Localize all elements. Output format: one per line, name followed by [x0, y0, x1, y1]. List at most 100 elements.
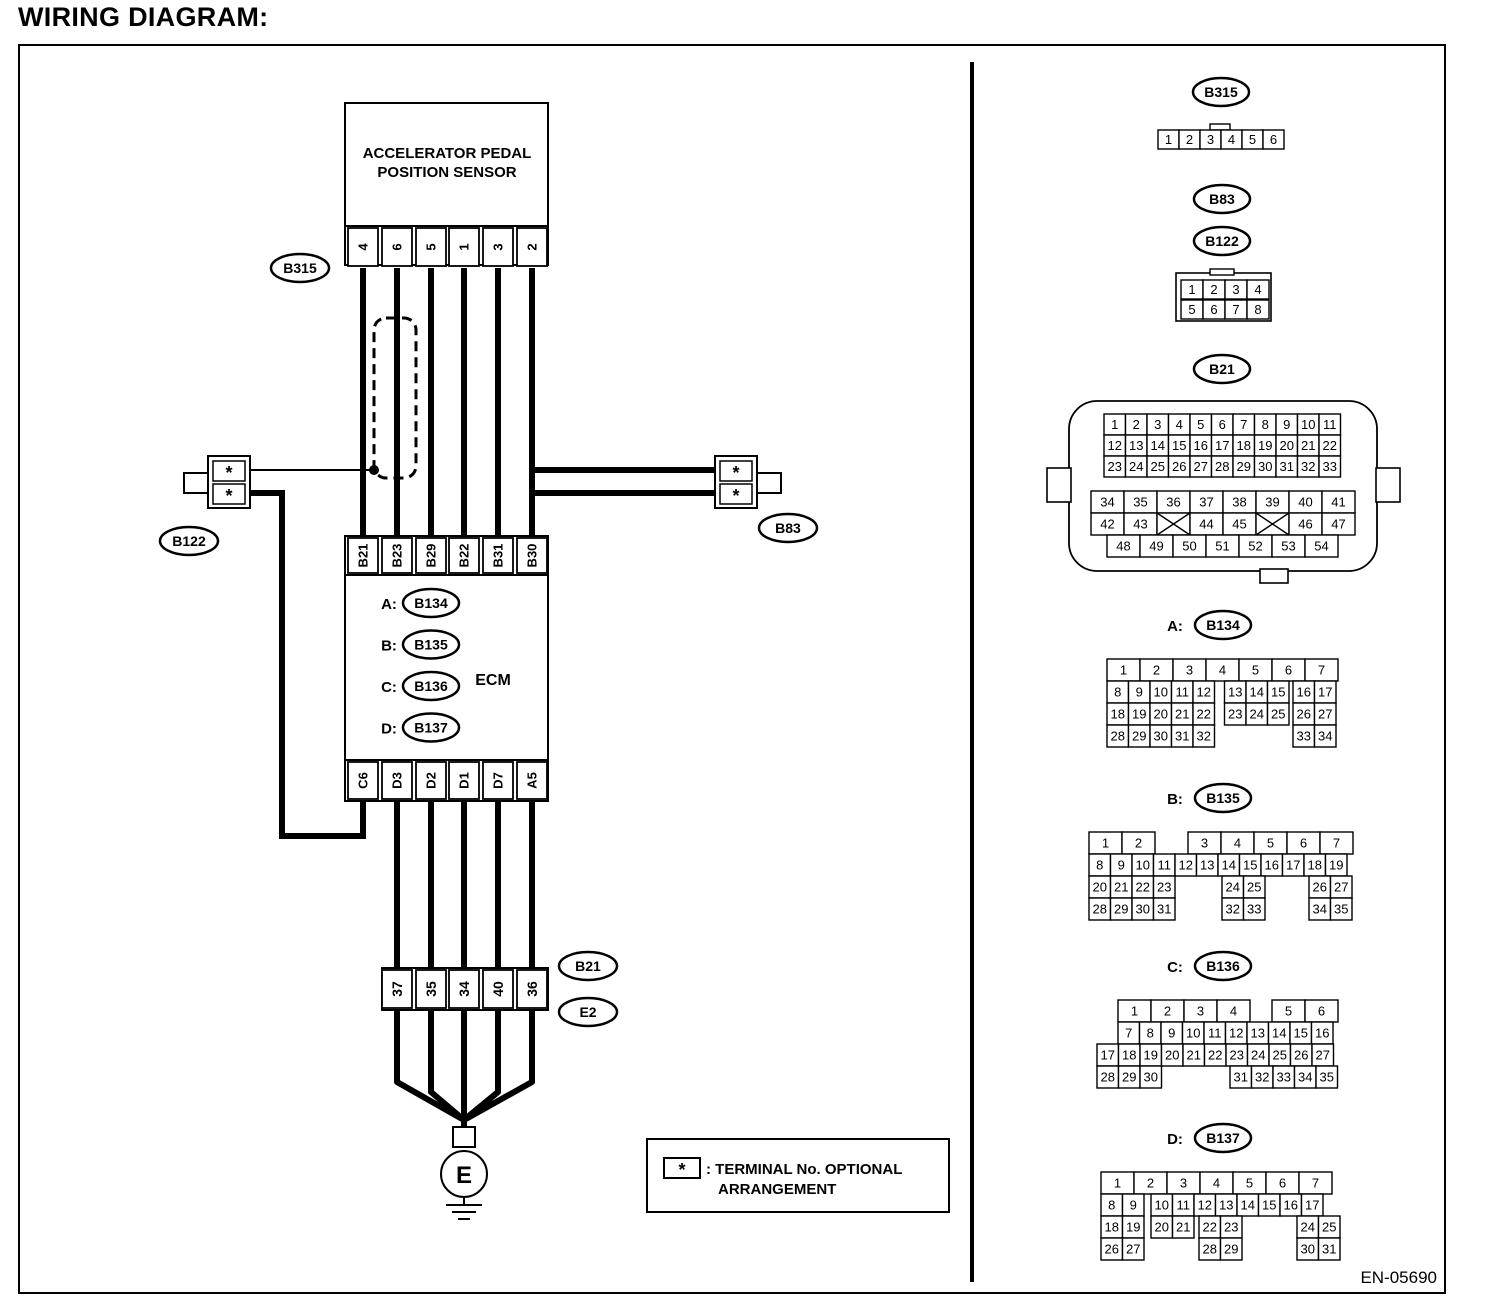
face-pin-b136-label: 32: [1255, 1070, 1269, 1085]
face-pin-b136-label: 27: [1316, 1048, 1330, 1063]
b83-b122-face-pin: 7: [1224, 299, 1248, 320]
ecm-connector-tag-b136: B136: [401, 670, 461, 702]
wire-b122-to-c6: [250, 490, 366, 839]
b21-face-pin-label: 6: [1219, 417, 1226, 432]
face-pin-b135-label: 12: [1179, 858, 1193, 873]
b21-face-pin-label: 53: [1281, 539, 1295, 554]
face-tag-b315-label: B315: [1204, 84, 1238, 100]
legend-symbol: *: [678, 1160, 685, 1180]
face-pin-b136-label: 6: [1318, 1004, 1325, 1019]
ecm-bottom-pin-d3: D3: [381, 761, 413, 800]
face-pin-b137: 16: [1279, 1193, 1303, 1217]
b21-face-pin-label: 28: [1215, 459, 1229, 474]
face-pin-b134-label: 23: [1228, 707, 1242, 722]
face-pin-b136-label: 7: [1125, 1026, 1132, 1041]
face-pin-b136: 28: [1096, 1065, 1120, 1089]
face-pin-b137: 5: [1232, 1171, 1267, 1195]
tag-b122: B122: [158, 525, 220, 557]
face-pin-b135-label: 18: [1308, 858, 1322, 873]
sensor-wires: [360, 268, 535, 536]
sensor-pin-4: 4: [347, 227, 379, 267]
face-pin-b135: 28: [1088, 897, 1112, 921]
b21-face-pin-label: 34: [1100, 495, 1114, 510]
b21-face-pin: 23: [1103, 455, 1127, 478]
b83-b122-face-pin: 2: [1202, 279, 1226, 300]
face-pin-b137-label: 13: [1219, 1198, 1233, 1213]
face-pin-b135: 1: [1088, 831, 1123, 855]
joint-connector-b83: * *: [714, 455, 782, 509]
face-pin-b134-label: 27: [1318, 707, 1332, 722]
face-pin-b135: 25: [1242, 875, 1266, 899]
face-pin-b134: 25: [1266, 702, 1290, 726]
face-pin-b134-label: 22: [1197, 707, 1211, 722]
b83-b122-face-pin: 3: [1224, 279, 1248, 300]
b21-face-pin-label: 39: [1265, 495, 1279, 510]
face-pin-b136-label: 35: [1320, 1070, 1334, 1085]
ecm-top-pin-b23: B23: [381, 537, 413, 574]
face-pin-b135: 17: [1281, 853, 1305, 877]
face-pin-b136-label: 17: [1101, 1048, 1115, 1063]
ecm-connector-letter: D:: [381, 721, 397, 738]
b21-face-pin-label: 7: [1240, 417, 1247, 432]
b21-face-pin: 29: [1232, 455, 1256, 478]
b21-face-pin: 52: [1238, 534, 1273, 558]
b21-face-pin: 50: [1172, 534, 1207, 558]
b315-face-pin: 4: [1220, 129, 1243, 150]
face-pin-b135: 26: [1308, 875, 1332, 899]
face-pin-b134-label: 24: [1250, 707, 1264, 722]
b21-face-pin: 53: [1271, 534, 1306, 558]
face-pin-b134-label: 2: [1153, 663, 1160, 678]
b315-face-pin: 1: [1157, 129, 1180, 150]
face-pin-b136: 23: [1225, 1043, 1249, 1067]
ecm-connector-tag-b134: B134: [401, 587, 461, 619]
face-pin-b135: 6: [1286, 831, 1321, 855]
face-pin-b137-label: 5: [1246, 1176, 1253, 1191]
b83-b122-face-pin-label: 2: [1210, 282, 1217, 297]
b21-face-pin: 7: [1232, 413, 1256, 436]
face-pin-b134-label: 9: [1136, 685, 1143, 700]
face-pin-b135: 23: [1152, 875, 1176, 899]
face-pin-b135-label: 32: [1226, 902, 1240, 917]
b21-face-pin: 27: [1189, 455, 1213, 478]
b21-face-pin: 25: [1146, 455, 1170, 478]
face-pin-b136: 11: [1203, 1021, 1227, 1045]
b21-face-pin-label: 1: [1111, 417, 1118, 432]
face-pin-b134-label: 12: [1197, 685, 1211, 700]
b315-face-pin: 2: [1178, 129, 1201, 150]
b21-face-pin-label: 18: [1237, 438, 1251, 453]
face-pin-b135-label: 20: [1093, 880, 1107, 895]
b21-face-pin: 36: [1156, 490, 1191, 514]
face-pin-b137: 27: [1121, 1237, 1145, 1261]
face-pin-b136: 5: [1271, 999, 1306, 1023]
face-tag-b21: B21: [1192, 353, 1252, 385]
face-pin-b136-label: 30: [1144, 1070, 1158, 1085]
face-pin-b134-label: 21: [1175, 707, 1189, 722]
b83-b122-face-pin-label: 1: [1188, 282, 1195, 297]
face-pin-b135-label: 27: [1334, 880, 1348, 895]
face-pin-b136: 3: [1183, 999, 1218, 1023]
face-pin-b137: 17: [1300, 1193, 1324, 1217]
b21-face-pin: 22: [1318, 434, 1342, 457]
b21-face-pin: 15: [1167, 434, 1191, 457]
b315-face-pin-label: 6: [1270, 132, 1277, 147]
face-pin-b136-label: 25: [1273, 1048, 1287, 1063]
face-pin-b134: 11: [1170, 680, 1194, 704]
b21-face-pin-label: 31: [1280, 459, 1294, 474]
b21-face-pin: 20: [1275, 434, 1299, 457]
face-pin-b137: 6: [1265, 1171, 1300, 1195]
b21-face-pin-label: 48: [1116, 539, 1130, 554]
face-pin-b137: 13: [1214, 1193, 1238, 1217]
b21-face-pin: 37: [1189, 490, 1224, 514]
face-pin-b135: 30: [1131, 897, 1155, 921]
face-pin-b136: 13: [1246, 1021, 1270, 1045]
face-tag-b137-label: B137: [1206, 1130, 1240, 1146]
face-pin-b134-label: 16: [1297, 685, 1311, 700]
face-tag-b21-label: B21: [1209, 361, 1235, 377]
face-pin-b135-label: 15: [1243, 858, 1257, 873]
b83-b122-face-pin: 8: [1246, 299, 1270, 320]
ground-pin-36: 36: [516, 969, 548, 1009]
face-pin-b137-label: 23: [1224, 1220, 1238, 1235]
face-letter-b137: D:: [1167, 1131, 1183, 1148]
sensor-pin-6: 6: [381, 227, 413, 267]
